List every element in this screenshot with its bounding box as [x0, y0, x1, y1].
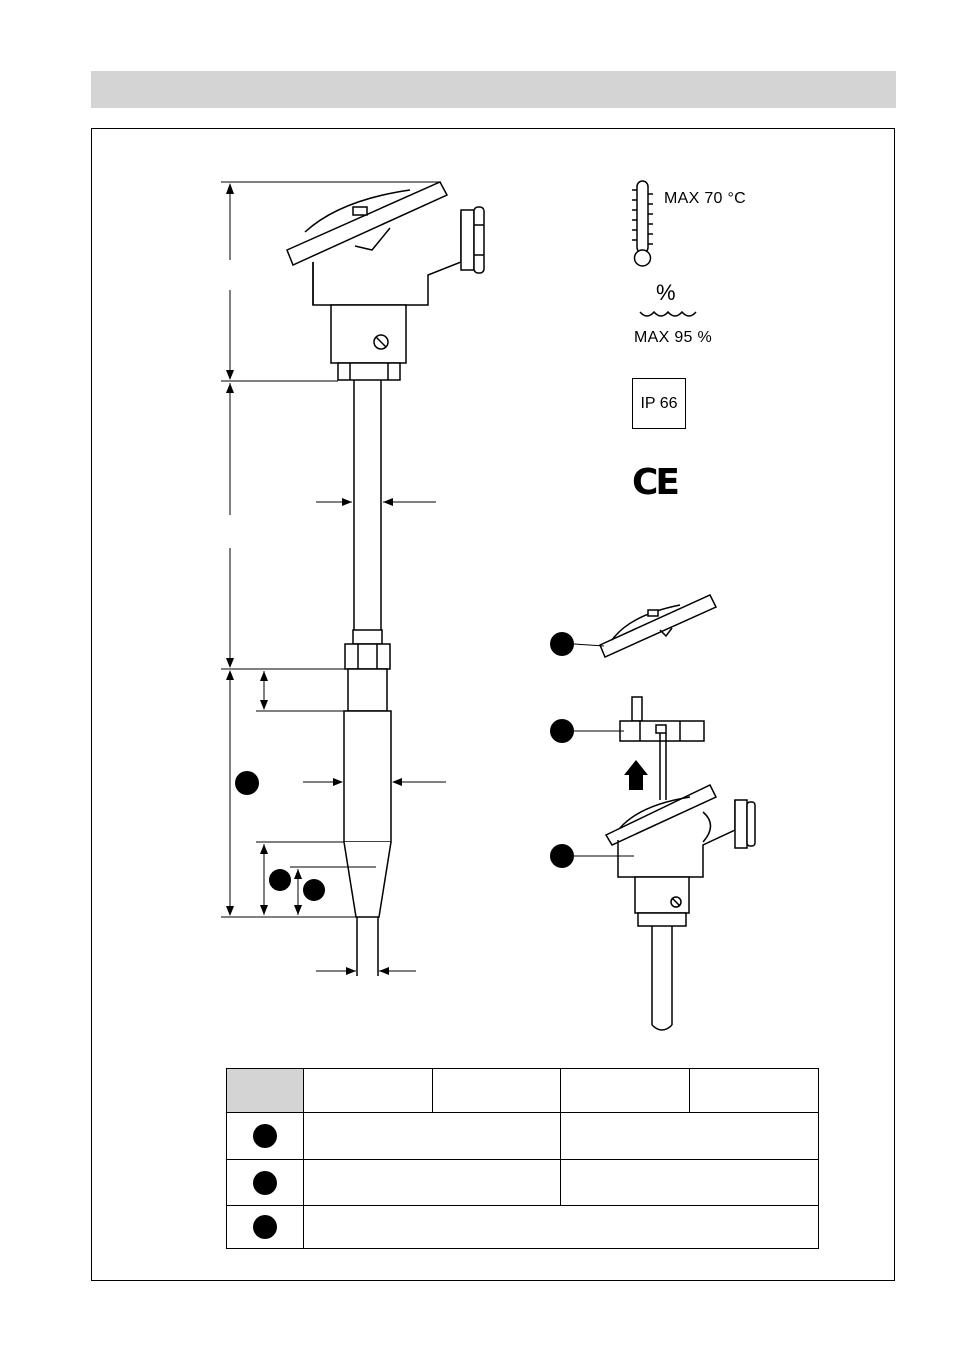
callout-dot: [253, 1170, 277, 1195]
table-header-key-cell: [226, 1068, 304, 1113]
table-header-cell: [560, 1068, 690, 1113]
callout-dot: [253, 1215, 277, 1239]
table-header-row: [226, 1068, 819, 1113]
header-bar: [91, 71, 896, 108]
table-row: [226, 1205, 819, 1249]
spec-table: [226, 1068, 819, 1249]
table-cell: [303, 1112, 561, 1160]
ip-rating-badge: IP 66: [632, 378, 686, 429]
table-row: [226, 1159, 819, 1206]
thermometer-icon: [632, 180, 653, 267]
table-cell: [303, 1205, 819, 1249]
exploded-head-assembly: [550, 594, 756, 1031]
table-header-cell: [432, 1068, 561, 1113]
ip-rating-label: IP 66: [640, 394, 678, 412]
table-header-cell: [689, 1068, 819, 1113]
callout-dot: [253, 1124, 277, 1148]
table-row-marker-cell: [226, 1159, 304, 1206]
table-cell: [560, 1159, 819, 1206]
content-frame: [91, 128, 895, 1281]
temperature-limit-label: MAX 70 °C: [664, 190, 747, 207]
table-row: [226, 1112, 819, 1160]
humidity-icon: [639, 310, 697, 317]
table-cell: [303, 1159, 561, 1206]
table-header-cell: [303, 1068, 433, 1113]
ce-mark: CE: [632, 462, 680, 503]
humidity-limit-label: MAX 95 %: [634, 329, 712, 346]
main-sensor-drawing: [221, 181, 485, 976]
humidity-symbol: %: [656, 280, 676, 305]
table-row-marker-cell: [226, 1112, 304, 1160]
table-row-marker-cell: [226, 1205, 304, 1249]
table-cell: [560, 1112, 819, 1160]
